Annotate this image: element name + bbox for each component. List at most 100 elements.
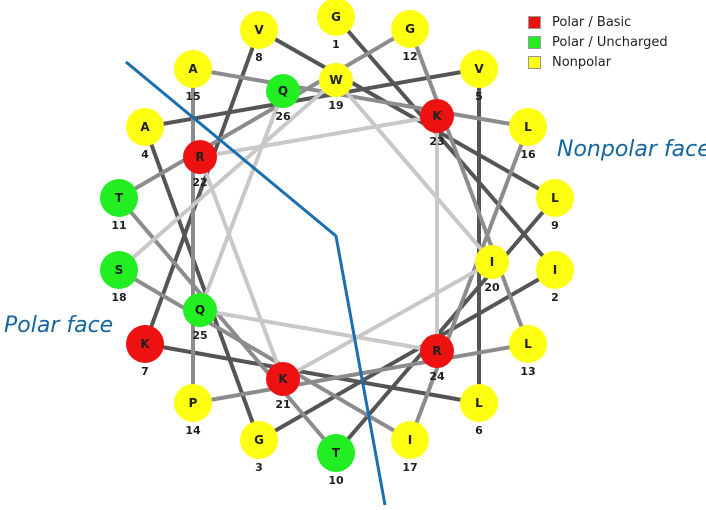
residue-letter: W <box>329 73 342 87</box>
residue-letter: S <box>115 263 124 277</box>
helix-bond <box>117 78 338 272</box>
residue-6: L6 <box>460 384 498 437</box>
residue-5: V5 <box>460 50 498 103</box>
residue-letter: I <box>553 263 557 277</box>
residue-circle <box>100 179 138 217</box>
residue-number: 19 <box>328 99 343 112</box>
residue-circle <box>420 99 454 133</box>
residue-circle <box>536 179 574 217</box>
legend-item-nonpolar: Nonpolar <box>528 52 668 72</box>
residue-number: 22 <box>192 176 207 189</box>
residue-22: R 22 <box>183 140 217 189</box>
residue-26: Q26 <box>266 74 300 123</box>
residue-number: 21 <box>275 398 290 411</box>
residue-letter: L <box>524 337 532 351</box>
residue-19: W 19 <box>319 63 353 112</box>
residue-letter: P <box>189 396 198 410</box>
legend-label: Polar / Uncharged <box>552 34 668 50</box>
residue-14: P 14 <box>174 384 212 437</box>
residue-circle <box>126 325 164 363</box>
residue-number: 25 <box>192 329 207 342</box>
residue-11: T 11 <box>100 179 138 232</box>
residue-circle <box>317 0 355 36</box>
residue-circle <box>240 421 278 459</box>
legend-label: Polar / Basic <box>552 14 632 30</box>
legend-item-polar-basic: Polar / Basic <box>528 12 668 32</box>
residue-letter: T <box>332 446 341 460</box>
helix-bond <box>198 89 285 312</box>
helix-bond <box>191 67 530 129</box>
nonpolar-swatch <box>528 55 541 69</box>
residue-letter: A <box>188 62 198 76</box>
residue-number: 14 <box>185 424 201 437</box>
residue-letter: R <box>195 150 204 164</box>
residue-circle <box>391 421 429 459</box>
residue-circle <box>126 108 164 146</box>
legend: Polar / Basic Polar / Uncharged Nonpolar <box>528 12 668 72</box>
residue-number: 24 <box>429 370 445 383</box>
residue-number: 2 <box>551 291 559 304</box>
helix-bond <box>198 114 439 159</box>
residue-circle <box>266 74 300 108</box>
residue-number: 5 <box>475 90 483 103</box>
residue-number: 20 <box>484 281 500 294</box>
face-divider-line <box>125 60 387 506</box>
residue-25: Q25 <box>183 293 217 342</box>
residue-number: 3 <box>255 461 263 474</box>
residue-21: K 21 <box>266 362 300 411</box>
residue-circle <box>460 384 498 422</box>
residue-letter: Q <box>278 84 288 98</box>
residue-number: 1 <box>332 38 340 51</box>
polar-face-label: Polar face <box>4 313 114 338</box>
residue-number: 6 <box>475 424 483 437</box>
residue-letter: K <box>432 109 442 123</box>
residue-8: V8 <box>240 11 278 64</box>
residue-circle <box>240 11 278 49</box>
helix-bond <box>334 15 557 272</box>
residue-circle <box>391 10 429 48</box>
residue-number: 18 <box>111 291 126 304</box>
residue-letter: K <box>278 372 288 386</box>
residue-number: 16 <box>520 148 536 161</box>
residue-circle <box>509 108 547 146</box>
residue-12: G12 <box>391 10 429 63</box>
residue-4: A4 <box>126 108 164 161</box>
residue-20: I20 <box>475 245 509 294</box>
helix-bond <box>143 28 261 346</box>
helix-bond <box>143 342 481 405</box>
residue-number: 9 <box>551 219 559 232</box>
residue-circle <box>509 325 547 363</box>
residue-circle <box>174 50 212 88</box>
polar-uncharged-swatch <box>528 35 541 49</box>
legend-item-polar-uncharged: Polar / Uncharged <box>528 32 668 52</box>
residue-9: L9 <box>536 179 574 232</box>
helix-bond <box>408 125 530 442</box>
residue-letter: L <box>475 396 483 410</box>
helix-bond <box>117 268 412 442</box>
residue-number: 10 <box>328 474 344 487</box>
residue-circle <box>100 251 138 289</box>
helix-bond <box>143 67 481 129</box>
residue-16: L16 <box>509 108 547 161</box>
residue-circle <box>460 50 498 88</box>
residue-letter: T <box>115 191 124 205</box>
residue-7: K7 <box>126 325 164 378</box>
nonpolar-face-label: Nonpolar face <box>557 137 706 162</box>
helix-bond <box>281 260 494 381</box>
residue-circle <box>420 334 454 368</box>
residue-number: 23 <box>429 135 444 148</box>
residue-circle <box>174 384 212 422</box>
residue-number: 17 <box>402 461 417 474</box>
residue-1: G1 <box>317 0 355 51</box>
residue-2: I2 <box>536 251 574 304</box>
residue-circle <box>536 251 574 289</box>
helix-bond <box>198 155 285 381</box>
residue-number: 8 <box>255 51 263 64</box>
helix-bond <box>257 28 557 200</box>
legend-label: Nonpolar <box>552 54 612 70</box>
residue-letter: V <box>254 23 264 37</box>
residue-number: 11 <box>111 219 126 232</box>
residue-letter: R <box>432 344 441 358</box>
residue-13: L13 <box>509 325 547 378</box>
